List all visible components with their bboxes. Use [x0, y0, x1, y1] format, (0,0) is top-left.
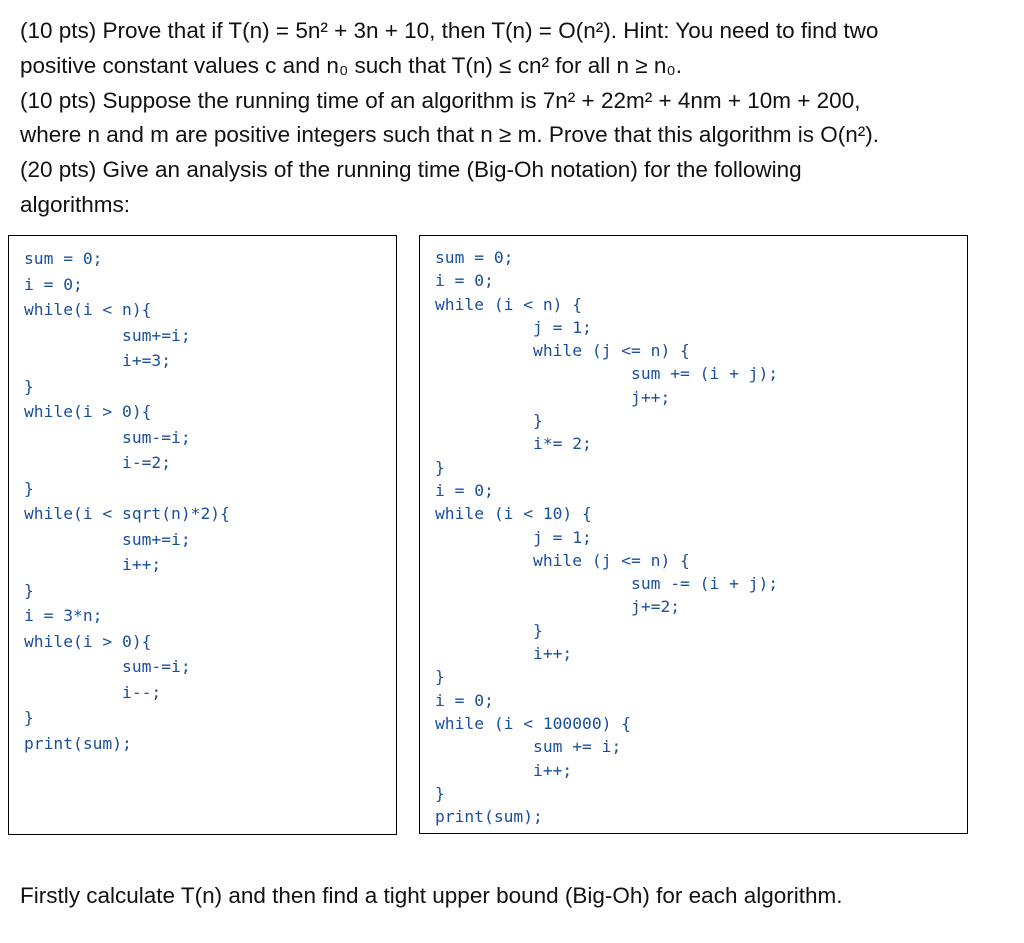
- code-line: j = 1;: [435, 317, 592, 337]
- code-line: }: [435, 620, 543, 640]
- code-line: sum+=i;: [24, 325, 191, 345]
- code-line: sum = 0;: [435, 248, 514, 267]
- code-line: while (i < 100000) {: [435, 713, 632, 733]
- question-line: (20 pts) Give an analysis of the running…: [20, 157, 802, 183]
- code-line: i++;: [435, 760, 573, 780]
- code-line: sum+=i;: [24, 529, 191, 549]
- code-line: i--;: [24, 682, 162, 702]
- question-line: where n and m are positive integers such…: [20, 122, 879, 148]
- code-line: j+=2;: [435, 597, 681, 617]
- code-line: while (j <= n) {: [435, 550, 690, 570]
- code-line: i = 3*n;: [24, 606, 103, 625]
- code-line: while (j <= n) {: [435, 341, 690, 361]
- code-line: while(i > 0){: [24, 631, 152, 651]
- code-line: sum += i;: [435, 737, 622, 757]
- code-line: i = 0;: [24, 274, 83, 294]
- code-line: i = 0;: [435, 690, 494, 710]
- code-line: }: [435, 783, 445, 803]
- code-line: while(i < n){: [24, 300, 152, 319]
- code-line: sum += (i + j);: [435, 364, 779, 384]
- code-line: }: [24, 708, 34, 727]
- code-line: while(i > 0){: [24, 402, 152, 421]
- code-line: sum -= (i + j);: [435, 574, 779, 594]
- code-line: i*= 2;: [435, 434, 592, 454]
- footer-instruction: Firstly calculate T(n) and then find a t…: [20, 883, 843, 908]
- code-line: j = 1;: [435, 527, 592, 547]
- code-line: print(sum);: [435, 807, 543, 827]
- code-line: i++;: [435, 644, 573, 664]
- question-line: positive constant values c and n₀ such t…: [20, 52, 683, 78]
- code-line: while(i < sqrt(n)*2){: [24, 504, 230, 523]
- code-line: i-=2;: [24, 453, 172, 472]
- code-line: j++;: [435, 387, 671, 407]
- code-line: }: [435, 411, 543, 431]
- code-line: i = 0;: [435, 271, 494, 291]
- question-line: algorithms:: [20, 191, 131, 217]
- code-line: i+=3;: [24, 351, 172, 370]
- code-line: }: [435, 457, 445, 477]
- question-line: (10 pts) Prove that if T(n) = 5n² + 3n +…: [20, 18, 879, 43]
- code-line: }: [24, 478, 34, 498]
- code-line: i = 0;: [435, 480, 494, 500]
- code-line: sum = 0;: [24, 249, 103, 268]
- code-line: }: [435, 667, 445, 687]
- code-line: sum-=i;: [24, 427, 191, 447]
- code-line: while (i < n) {: [435, 294, 583, 314]
- code-line: sum-=i;: [24, 657, 191, 676]
- code-line: }: [24, 580, 34, 600]
- question-line: (10 pts) Suppose the running time of an …: [20, 87, 861, 113]
- code-line: while (i < 10) {: [435, 504, 592, 524]
- code-line: }: [24, 376, 34, 396]
- code-box-left: sum = 0; i = 0; while(i < n){ sum+=i; i+…: [8, 235, 397, 835]
- code-block-right: sum = 0; i = 0; while (i < n) { j = 1; w…: [435, 246, 778, 828]
- question-text: (10 pts) Prove that if T(n) = 5n² + 3n +…: [20, 14, 1010, 223]
- code-line: i++;: [24, 555, 162, 574]
- code-box-right: sum = 0; i = 0; while (i < n) { j = 1; w…: [419, 235, 968, 834]
- code-block-left: sum = 0; i = 0; while(i < n){ sum+=i; i+…: [24, 246, 230, 756]
- code-line: print(sum);: [24, 733, 132, 753]
